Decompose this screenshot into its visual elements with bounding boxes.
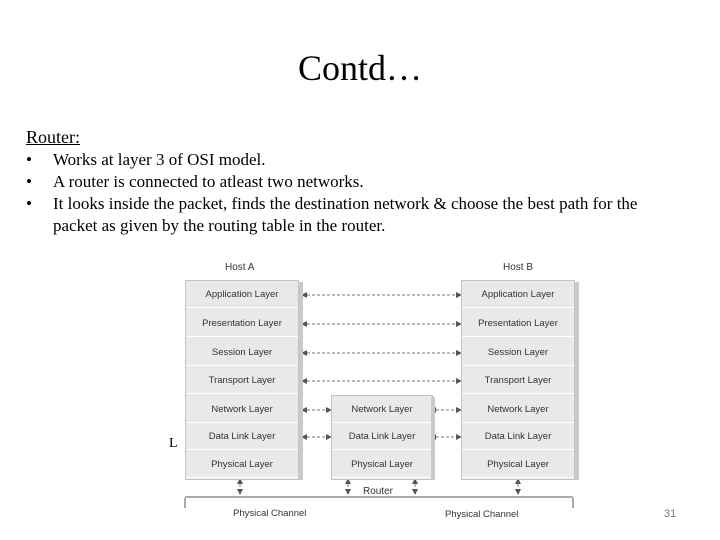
host-b-stack: Application Layer Presentation Layer Ses… [461, 280, 575, 480]
host-b-layer: Physical Layer [462, 451, 574, 478]
host-b-stack-shadow [575, 282, 579, 480]
host-a-layer: Session Layer [186, 339, 298, 366]
slide-title: Contd… [297, 48, 422, 88]
physical-channel-label-left: Physical Channel [233, 508, 307, 519]
router-layer: Network Layer [332, 396, 432, 423]
bullet-list: • Works at layer 3 of OSI model. • A rou… [26, 149, 686, 237]
physical-channel-label-right: Physical Channel [445, 509, 519, 520]
bullet-marker: • [26, 172, 32, 191]
bullet-marker: • [26, 150, 32, 169]
bullet-marker: • [26, 194, 32, 213]
section-heading: Router: [26, 127, 80, 147]
diagram-connectors [184, 292, 574, 508]
osi-router-diagram: Host A Host B Application Layer Presenta… [165, 258, 585, 523]
host-b-layer: Application Layer [462, 281, 574, 308]
host-a-layer: Transport Layer [186, 367, 298, 394]
host-a-layer: Presentation Layer [186, 310, 298, 337]
host-a-layer: Physical Layer [186, 451, 298, 478]
router-stack: Network Layer Data Link Layer Physical L… [331, 395, 433, 480]
router-label: Router [363, 486, 394, 497]
host-b-layer: Network Layer [462, 396, 574, 423]
stray-letter: L [169, 436, 178, 451]
host-a-label: Host A [225, 262, 255, 273]
bullet-text: A router is connected to atleast two net… [53, 172, 364, 191]
bullet-text: Works at layer 3 of OSI model. [53, 150, 266, 169]
host-b-layer: Transport Layer [462, 367, 574, 394]
host-a-stack-shadow [299, 282, 303, 480]
host-a-stack: Application Layer Presentation Layer Ses… [185, 280, 299, 480]
host-a-layer: Data Link Layer [186, 423, 298, 450]
host-b-layer: Data Link Layer [462, 423, 574, 450]
host-b-label: Host B [503, 262, 534, 273]
page-number: 31 [664, 508, 677, 520]
host-a-layer: Network Layer [186, 396, 298, 423]
router-stack-shadow [431, 397, 435, 480]
router-layer: Physical Layer [332, 451, 432, 478]
bullet-item: • A router is connected to atleast two n… [26, 171, 686, 193]
host-a-layer: Application Layer [186, 281, 298, 308]
host-b-layer: Session Layer [462, 339, 574, 366]
router-layer: Data Link Layer [332, 423, 432, 450]
bullet-item: • Works at layer 3 of OSI model. [26, 149, 686, 171]
bullet-item: • It looks inside the packet, finds the … [26, 193, 686, 237]
host-b-layer: Presentation Layer [462, 310, 574, 337]
bullet-text: It looks inside the packet, finds the de… [53, 194, 638, 235]
